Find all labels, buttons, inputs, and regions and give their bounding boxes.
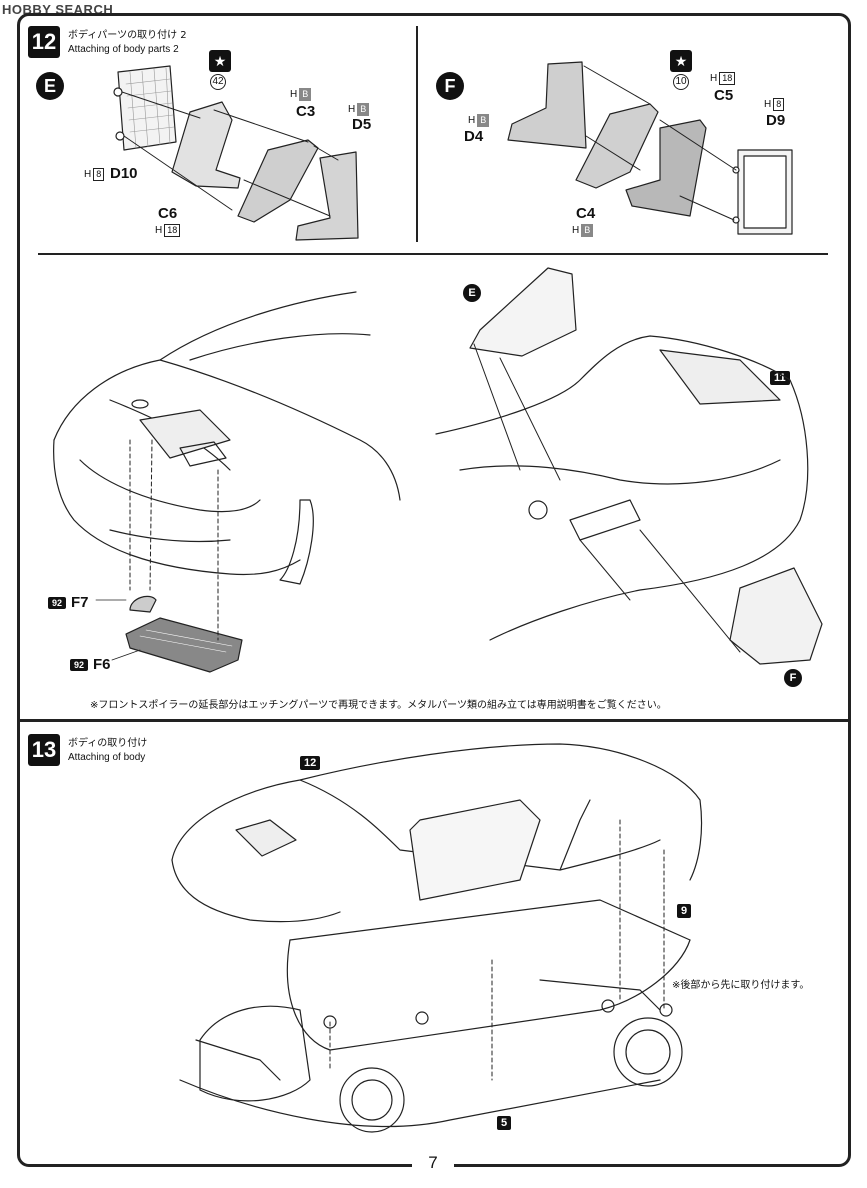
page-frame [17, 13, 851, 1167]
paint-code: B [357, 103, 370, 116]
f6-code: 92 [70, 659, 89, 671]
step-12-number: 12 [28, 26, 60, 58]
part-d10: D10 [110, 165, 138, 182]
h-mark: H [572, 225, 580, 236]
marker-e: E [36, 72, 64, 100]
step-13-number: 13 [28, 734, 60, 766]
part-c6: C6 [158, 205, 178, 222]
h-mark: H [710, 73, 718, 84]
panel-divider-vertical [416, 26, 418, 242]
h-mark: H [155, 225, 163, 236]
step-12-title-jp: ボディパーツの取り付け 2 [68, 30, 187, 41]
ref-step-9: 9 [677, 904, 692, 918]
color-number-badge: 10 [673, 74, 689, 90]
step-13-title-jp: ボディの取り付け [68, 738, 148, 749]
paint-code: B [299, 88, 312, 101]
part-f6: F6 [93, 656, 111, 673]
part-c5: C5 [714, 87, 734, 104]
step-13-note: ※後部から先に取り付けます。 [672, 980, 810, 991]
ref-step-5: 5 [497, 1116, 512, 1130]
star-icon: ★ [670, 50, 692, 72]
h-mark: H [468, 115, 476, 126]
h-mark: H [84, 169, 92, 180]
part-c3: C3 [296, 103, 316, 120]
paint-code: B [581, 224, 594, 237]
page-number: 7 [412, 1152, 454, 1174]
star-icon: ★ [209, 50, 231, 72]
step-12-note: ※フロントスポイラーの延長部分はエッチングパーツで再現できます。メタルパーツ類の… [90, 700, 667, 711]
panel-divider-horizontal [38, 253, 828, 255]
paint-code: 18 [164, 224, 181, 237]
part-d4: D4 [464, 128, 484, 145]
step-13-title-en: Attaching of body [68, 752, 146, 763]
h-mark: H [764, 99, 772, 110]
f7-code: 92 [48, 597, 67, 609]
h-mark: H [348, 104, 356, 115]
step-12-title-en: Attaching of body parts 2 [68, 44, 179, 55]
marker-f-lower: F [784, 669, 802, 687]
h-mark: H [290, 89, 298, 100]
paint-code: 8 [773, 98, 785, 111]
color-number-badge: 42 [210, 74, 226, 90]
marker-e-lower: E [463, 284, 481, 302]
part-d9: D9 [766, 112, 786, 129]
ref-step-11: 11 [770, 371, 790, 385]
ref-step-12: 12 [300, 756, 321, 770]
step-divider [18, 719, 848, 722]
part-c4: C4 [576, 205, 596, 222]
part-d5: D5 [352, 116, 372, 133]
paint-code: 8 [93, 168, 105, 181]
part-f7: F7 [71, 594, 89, 611]
marker-f: F [436, 72, 464, 100]
paint-code: 18 [719, 72, 736, 85]
paint-code: B [477, 114, 490, 127]
